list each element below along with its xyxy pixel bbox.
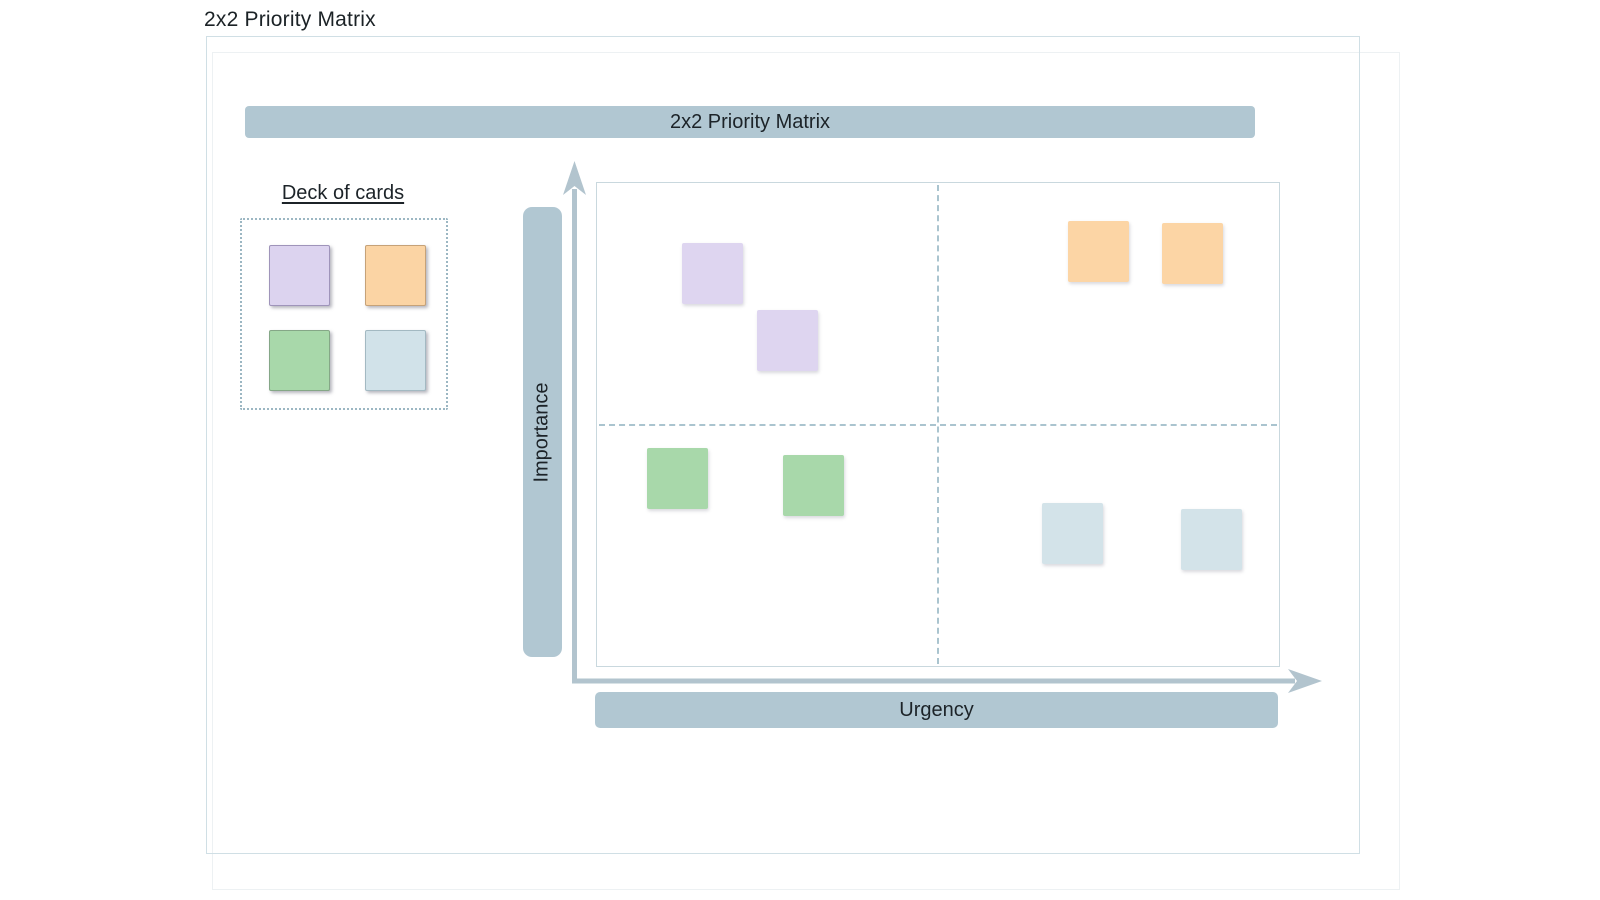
matrix-card-blue-2[interactable] (1181, 509, 1242, 570)
matrix-card-purple-2[interactable] (757, 310, 818, 371)
template-frame (206, 36, 1360, 854)
deck-of-cards-box (240, 218, 448, 410)
matrix-card-green-1[interactable] (647, 448, 708, 509)
y-axis-label: Importance (531, 381, 553, 483)
matrix-card-orange-2[interactable] (1162, 223, 1223, 284)
matrix-card-blue-1[interactable] (1042, 503, 1103, 564)
deck-card-purple[interactable] (269, 245, 330, 306)
deck-label: Deck of cards (281, 182, 405, 204)
matrix-card-purple-1[interactable] (682, 243, 743, 304)
x-axis-label: Urgency (899, 698, 974, 721)
matrix-horizontal-divider (599, 423, 1277, 426)
deck-card-blue[interactable] (365, 330, 426, 391)
matrix-card-green-2[interactable] (783, 455, 844, 516)
outer-page-frame (212, 52, 1400, 890)
matrix-title-bar: 2x2 Priority Matrix (245, 106, 1255, 138)
deck-card-orange[interactable] (365, 245, 426, 306)
priority-matrix-grid (596, 182, 1280, 667)
matrix-title-label: 2x2 Priority Matrix (669, 110, 831, 133)
page-title: 2x2 Priority Matrix (204, 8, 376, 31)
y-axis-label-bar: Importance (523, 207, 562, 657)
deck-card-green[interactable] (269, 330, 330, 391)
x-axis-label-bar: Urgency (595, 692, 1278, 728)
matrix-card-orange-1[interactable] (1068, 221, 1129, 282)
